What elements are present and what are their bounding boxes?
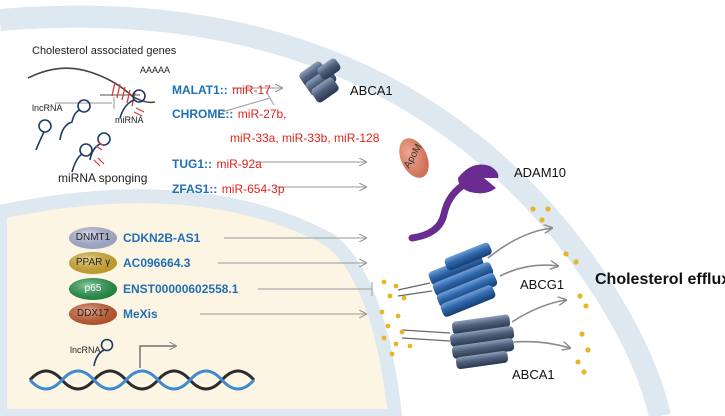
lncrna-name: MALAT1: [172, 83, 220, 97]
sponge-row-tug1: TUG1:: miR-92a: [172, 156, 262, 172]
cholesterol-genes-label: Cholesterol associated genes: [32, 45, 177, 57]
separator: ::: [209, 182, 218, 196]
poly-a-label: AAAAA: [140, 65, 171, 75]
lncrna-name: ZFAS1: [172, 182, 210, 196]
cholesterol-particles: [379, 206, 591, 375]
separator: ::: [219, 83, 228, 97]
nuclear-arrows: [200, 238, 373, 314]
mexis-label: MeXis: [123, 307, 158, 321]
lncrna-name: TUG1: [172, 157, 205, 171]
abca1-transporter-bottom: [449, 314, 515, 370]
ppar-pill-label: PPAR γ: [75, 257, 111, 268]
mirna-label: miRNA: [115, 115, 144, 125]
lncrna-hairpin-4: [35, 119, 52, 151]
abca1-transporter-top: [299, 58, 341, 103]
cell-membrane: [0, 5, 671, 416]
lncrna-name: CHROME: [172, 107, 226, 121]
efflux-arrows: [487, 228, 570, 348]
abcg1-transporter: [428, 242, 498, 317]
mirna-sponging-label: miRNA sponging: [58, 171, 148, 185]
mirna-binding-teeth: [111, 81, 136, 107]
separator: ::: [225, 107, 234, 121]
abcg1-label: ABCG1: [520, 277, 565, 292]
cholesterol-efflux-label: Cholesterol efflux: [595, 271, 725, 288]
adam10-protein: [408, 164, 499, 242]
ddx17-pill-label: DDX17: [76, 308, 110, 319]
lncrna-hairpin-3: [119, 89, 146, 119]
chrome-mirna-continued: miR-33a, miR-33b, miR-128: [230, 131, 380, 145]
mirna-name: miR-654-3p: [221, 182, 285, 196]
cdkn2b-as1-label: CDKN2B-AS1: [123, 231, 201, 245]
mrna-strand: [27, 67, 156, 104]
p65-pill-label: p65: [84, 283, 102, 294]
lncrna-hairpin-1: [59, 99, 91, 141]
enst-label: ENST00000602558.1: [123, 282, 239, 296]
transcription-start-arrow: [139, 346, 176, 368]
dna-helix: [28, 369, 256, 391]
sponge-arrows: [221, 88, 366, 187]
mirna-name: miR-27b,: [237, 107, 287, 121]
nucleus: [0, 189, 403, 416]
abca1-top-label: ABCA1: [350, 83, 393, 98]
lncrna-top-label: lncRNA: [32, 103, 63, 113]
abca1-bottom-label: ABCA1: [512, 367, 555, 382]
adam10-label: ADAM10: [514, 165, 567, 180]
sponge-row-zfas1: ZFAS1:: miR-654-3p: [172, 181, 285, 197]
lncrna-bottom-label: lncRNA: [70, 345, 101, 355]
separator: ::: [204, 157, 213, 171]
sponge-row-chrome: CHROME:: miR-27b,: [172, 106, 286, 122]
apom-protein: [399, 138, 429, 178]
ac096664-label: AC096664.3: [123, 256, 191, 270]
lncrna-hairpin-2: [89, 132, 111, 161]
mirna-name: miR-92a: [216, 157, 262, 171]
mirna-name: miR-17: [232, 83, 271, 97]
lncrna-hairpin-5: [71, 143, 105, 173]
dnmt1-pill-label: DNMT1: [75, 232, 111, 243]
lncrna-hairpin-dna: [93, 338, 114, 367]
sponge-row-malat1: MALAT1:: miR-17: [172, 82, 271, 98]
